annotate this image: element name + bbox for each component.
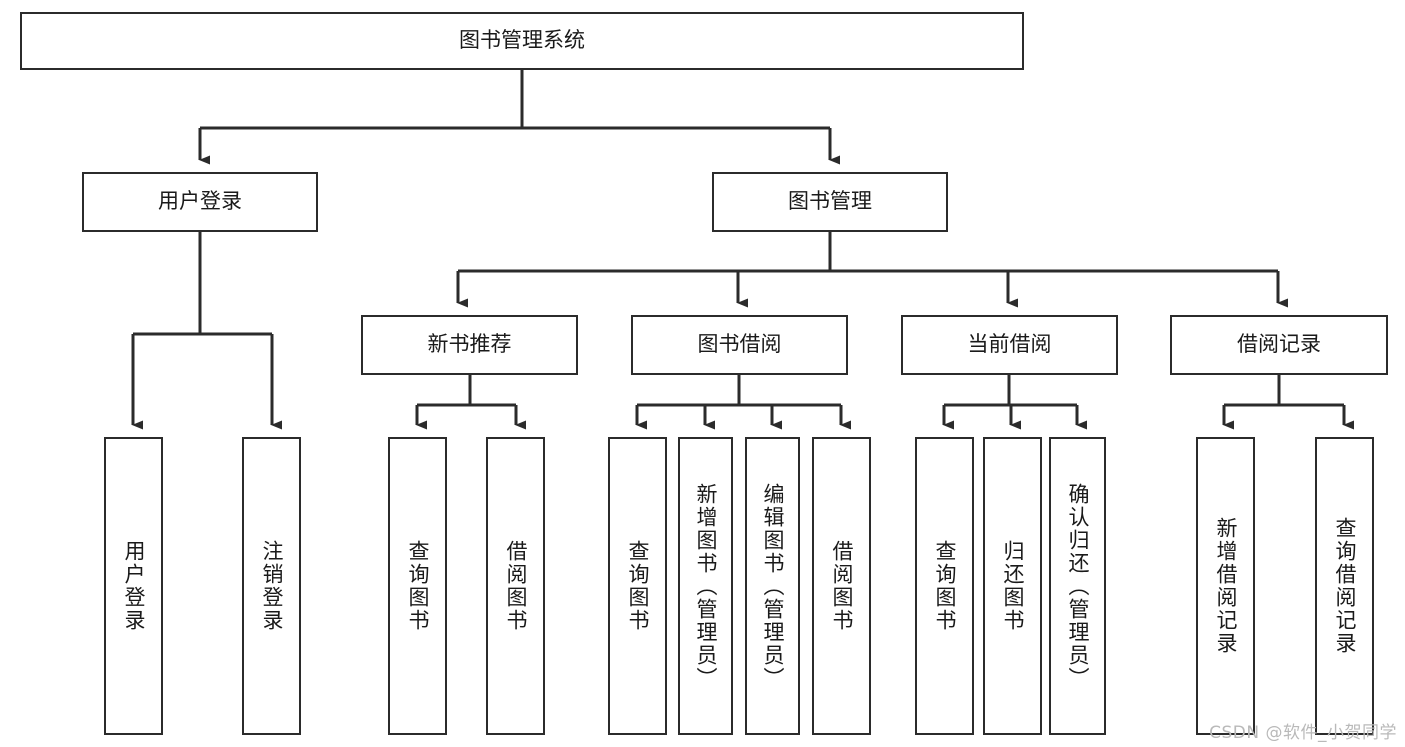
node-root[interactable]: 图书管理系统: [20, 12, 1024, 70]
node-book-borrow-label: 图书借阅: [697, 332, 782, 357]
node-leaf-query-book-1-label: 查询图书: [406, 540, 430, 632]
node-book-borrow[interactable]: 图书借阅: [631, 315, 848, 375]
node-leaf-query-record[interactable]: 查询借阅记录: [1315, 437, 1374, 735]
node-leaf-query-book-3[interactable]: 查询图书: [915, 437, 974, 735]
node-leaf-query-book-1[interactable]: 查询图书: [388, 437, 447, 735]
node-leaf-edit-book-label: 编辑图书（管理员）: [761, 482, 785, 690]
node-leaf-return-book[interactable]: 归还图书: [983, 437, 1042, 735]
node-new-book-recommend-label: 新书推荐: [427, 332, 512, 357]
csdn-watermark: CSDN @软件_小贺同学: [1209, 723, 1397, 743]
node-leaf-user-login[interactable]: 用户登录: [104, 437, 163, 735]
node-leaf-add-book[interactable]: 新增图书（管理员）: [678, 437, 733, 735]
node-leaf-return-book-label: 归还图书: [1001, 540, 1025, 632]
node-book-manage[interactable]: 图书管理: [712, 172, 948, 232]
node-new-book-recommend[interactable]: 新书推荐: [361, 315, 578, 375]
node-leaf-query-book-2[interactable]: 查询图书: [608, 437, 667, 735]
node-user-login-label: 用户登录: [158, 189, 242, 214]
node-user-login[interactable]: 用户登录: [82, 172, 318, 232]
node-leaf-borrow-book-1-label: 借阅图书: [504, 540, 528, 632]
node-current-borrow[interactable]: 当前借阅: [901, 315, 1118, 375]
node-leaf-add-record-label: 新增借阅记录: [1214, 517, 1238, 655]
node-leaf-user-logout[interactable]: 注销登录: [242, 437, 301, 735]
node-leaf-user-logout-label: 注销登录: [260, 540, 284, 632]
node-leaf-borrow-book-2[interactable]: 借阅图书: [812, 437, 871, 735]
node-leaf-confirm-return-label: 确认归还（管理员）: [1066, 482, 1090, 690]
node-root-label: 图书管理系统: [459, 28, 585, 53]
node-leaf-add-record[interactable]: 新增借阅记录: [1196, 437, 1255, 735]
node-borrow-record-label: 借阅记录: [1237, 332, 1321, 357]
node-leaf-borrow-book-1[interactable]: 借阅图书: [486, 437, 545, 735]
node-current-borrow-label: 当前借阅: [967, 332, 1052, 357]
node-leaf-edit-book[interactable]: 编辑图书（管理员）: [745, 437, 800, 735]
node-leaf-add-book-label: 新增图书（管理员）: [694, 482, 718, 690]
node-leaf-user-login-label: 用户登录: [122, 540, 146, 632]
node-leaf-query-book-3-label: 查询图书: [933, 540, 957, 632]
node-leaf-query-book-2-label: 查询图书: [626, 540, 650, 632]
node-leaf-confirm-return[interactable]: 确认归还（管理员）: [1049, 437, 1106, 735]
node-leaf-query-record-label: 查询借阅记录: [1333, 517, 1357, 655]
node-borrow-record[interactable]: 借阅记录: [1170, 315, 1388, 375]
node-leaf-borrow-book-2-label: 借阅图书: [830, 540, 854, 632]
node-book-manage-label: 图书管理: [788, 189, 872, 214]
